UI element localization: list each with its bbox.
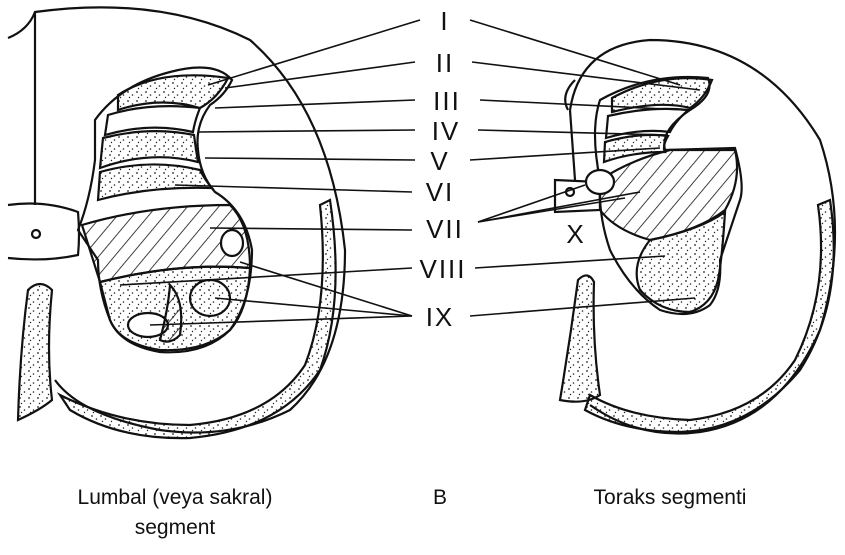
- label-IV: IV: [432, 116, 461, 146]
- label-IX: IX: [426, 302, 455, 332]
- label-III: III: [433, 86, 461, 116]
- thoracic-anterior-fissure: [560, 275, 600, 401]
- leader-IV-left: [198, 130, 415, 132]
- label-I: I: [440, 6, 449, 36]
- lumbar-section: [8, 7, 345, 438]
- leader-II-left: [225, 62, 415, 88]
- label-V: V: [430, 146, 449, 176]
- lumbar-central-canal-band: [8, 204, 79, 260]
- lumbar-central-canal: [32, 230, 40, 238]
- thoracic-nucleus-dorsalis: [586, 170, 614, 194]
- lamina-labels: I II III IV V VI VII VIII IX X: [419, 6, 585, 332]
- caption-lumbar-line1: Lumbal (veya sakral): [20, 483, 330, 513]
- label-X: X: [566, 219, 585, 249]
- lumbar-lamina-V: [98, 164, 212, 200]
- lumbar-nucleus-VII: [221, 230, 243, 256]
- label-VII: VII: [426, 214, 464, 244]
- caption-lumbar-line2: segment: [20, 513, 330, 543]
- lumbar-anterior-fissure: [18, 284, 52, 420]
- label-II: II: [436, 48, 454, 78]
- leader-III-left: [215, 100, 415, 108]
- leader-II-right: [472, 62, 700, 90]
- label-VIII: VIII: [419, 254, 466, 284]
- thoracic-section: [555, 40, 835, 433]
- leader-VII-right-a: [478, 185, 585, 222]
- laminae-diagram: I II III IV V VI VII VIII IX X: [0, 0, 845, 470]
- caption-panel-letter: B: [420, 483, 460, 513]
- leader-V-left: [205, 158, 415, 160]
- label-VI: VI: [426, 177, 455, 207]
- caption-thoracic: Toraks segmenti: [535, 483, 805, 513]
- lumbar-lamina-IV: [100, 131, 198, 168]
- caption-lumbar: Lumbal (veya sakral) segment: [20, 483, 330, 543]
